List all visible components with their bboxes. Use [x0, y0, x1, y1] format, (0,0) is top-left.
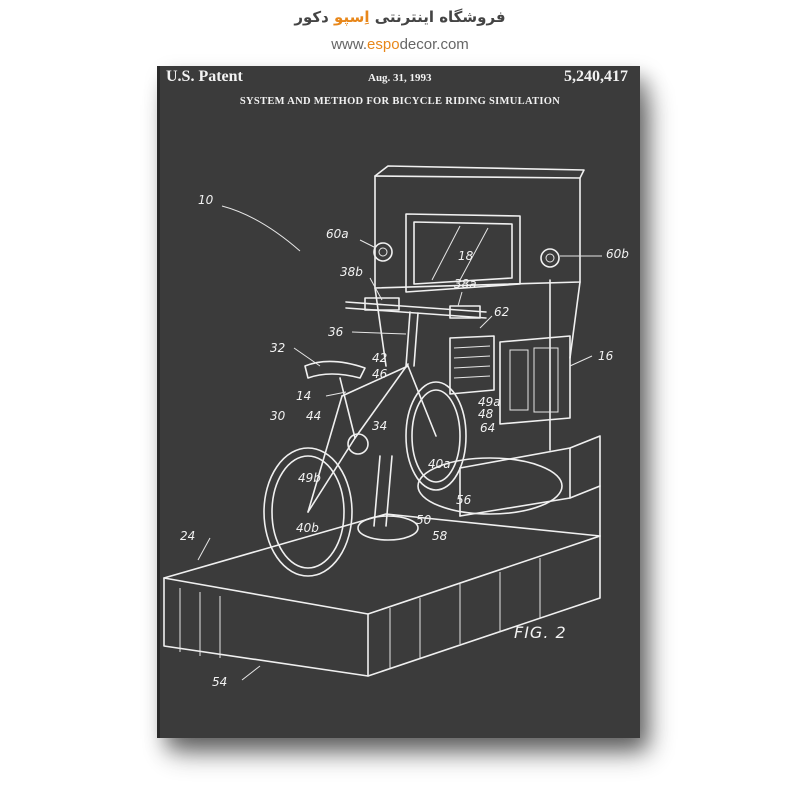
- ref-50: 50: [416, 513, 432, 527]
- ref-49b: 49b: [298, 471, 321, 485]
- ref-46: 46: [372, 367, 388, 381]
- ref-54: 54: [212, 675, 227, 689]
- store-name: فروشگاه اینترنتی اِسپو دکور: [0, 8, 800, 26]
- ref-34: 34: [372, 419, 387, 433]
- ref-56: 56: [456, 493, 472, 507]
- ref-36: 36: [328, 325, 344, 339]
- ref-44: 44: [306, 409, 321, 423]
- handlebar-assembly: [346, 298, 486, 366]
- ref-18: 18: [458, 249, 474, 263]
- ref-32: 32: [270, 341, 285, 355]
- ref-58: 58: [432, 529, 448, 543]
- store-header: فروشگاه اینترنتی اِسپو دکور www.espodeco…: [0, 0, 800, 60]
- patent-canvas-print: U.S. Patent Aug. 31, 1993 5,240,417 SYST…: [160, 66, 640, 738]
- store-url: www.espodecor.com: [0, 36, 800, 53]
- ref-38b: 38b: [340, 265, 363, 279]
- rear-step: [460, 436, 600, 536]
- ref-14: 14: [296, 389, 311, 403]
- base-platform: [164, 514, 600, 676]
- ref-30: 30: [270, 409, 286, 423]
- ref-42: 42: [372, 351, 387, 365]
- ref-60a: 60a: [326, 227, 349, 241]
- leader-lines: [198, 206, 602, 680]
- ref-40b: 40b: [296, 521, 319, 535]
- ref-48: 48: [478, 407, 494, 421]
- ref-40a: 40a: [428, 457, 451, 471]
- ref-64: 64: [480, 421, 495, 435]
- ref-10: 10: [198, 193, 214, 207]
- figure-label: FIG. 2: [514, 623, 567, 642]
- patent-drawing: 10 60a 60b 18 38b 38a 62 36 32 42 46 16 …: [160, 66, 640, 738]
- ref-62: 62: [494, 305, 509, 319]
- ref-16: 16: [598, 349, 614, 363]
- ref-38a: 38a: [454, 277, 477, 291]
- ref-60b: 60b: [606, 247, 629, 261]
- ref-24: 24: [180, 529, 195, 543]
